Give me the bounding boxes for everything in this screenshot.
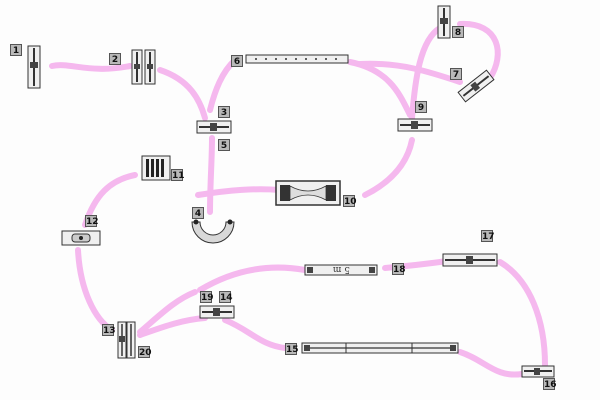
route-6-9 — [347, 59, 413, 118]
tag-10: 10 — [343, 195, 357, 207]
route-3-6 — [207, 57, 238, 113]
route-8-7 — [457, 20, 501, 81]
tag-14: 14 — [219, 291, 233, 303]
route-9-10 — [362, 137, 415, 198]
part-10-bridge-block[interactable] — [275, 180, 341, 206]
tag-12: 12 — [85, 215, 99, 227]
tag-9: 9 — [415, 101, 427, 113]
tag-3: 3 — [218, 106, 230, 118]
part-3-connector[interactable] — [196, 120, 232, 134]
route-14-13 — [137, 315, 208, 338]
part-1-connector[interactable] — [27, 45, 41, 89]
tag-15: 15 — [285, 343, 299, 355]
part-15-long-track[interactable] — [301, 342, 459, 354]
tag-4: 4 — [192, 207, 204, 219]
part-7-diagonal-connector[interactable] — [457, 69, 495, 103]
part-18-track[interactable]: 5 m — [304, 264, 378, 276]
route-12-13 — [75, 247, 115, 333]
route-18-19 — [197, 264, 308, 293]
part-12-roller[interactable] — [61, 230, 101, 246]
tag-7: 7 — [450, 68, 462, 80]
route-2-3 — [157, 67, 208, 121]
part-4-curve[interactable] — [191, 219, 235, 244]
part-14-connector[interactable] — [199, 305, 235, 319]
tag-8: 8 — [452, 26, 464, 38]
tag-11: 11 — [171, 169, 185, 181]
track-5m-label: 5 m — [332, 264, 350, 274]
part-11-striped-block[interactable] — [141, 155, 171, 181]
tag-1: 1 — [10, 44, 22, 56]
tag-20: 20 — [138, 346, 152, 358]
route-14-15 — [222, 317, 288, 351]
tag-18: 18 — [392, 263, 406, 275]
part-2-double-connector[interactable] — [131, 49, 156, 85]
part-13-double-connector[interactable] — [117, 321, 136, 359]
part-9-connector[interactable] — [397, 118, 433, 132]
route-17-16 — [497, 259, 548, 368]
tag-17: 17 — [481, 230, 495, 242]
tag-2: 2 — [109, 53, 121, 65]
tag-5: 5 — [218, 139, 230, 151]
route-1-2 — [49, 62, 133, 72]
part-17-connector[interactable] — [442, 253, 498, 267]
route-4-10 — [195, 186, 283, 198]
tag-13: 13 — [102, 324, 116, 336]
tag-19: 19 — [200, 291, 214, 303]
tag-6: 6 — [231, 55, 243, 67]
route-15-16 — [457, 349, 525, 378]
tag-16: 16 — [543, 378, 557, 390]
part-6-rail[interactable] — [245, 54, 349, 64]
route-3-4 — [207, 135, 215, 215]
route-19-13 — [137, 289, 198, 335]
part-8-connector[interactable] — [437, 5, 451, 39]
route-9-8 — [409, 25, 443, 121]
part-16-connector[interactable] — [521, 365, 555, 378]
